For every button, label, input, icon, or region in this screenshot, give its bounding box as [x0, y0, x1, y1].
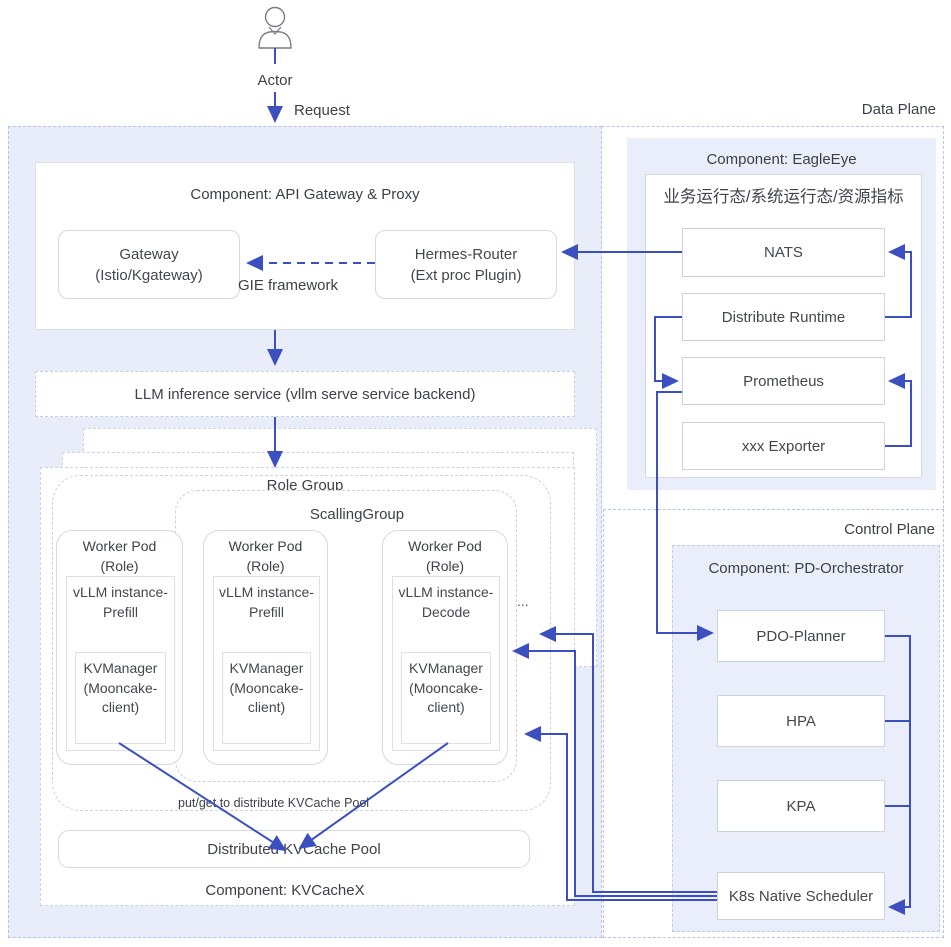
llm-inference-label: LLM inference service (vllm serve servic…	[134, 385, 476, 403]
vllm-instance: vLLM instance- Decode KVManager (Mooncak…	[392, 576, 500, 751]
kvcache-pool: Distributed KVCache Pool	[58, 830, 530, 868]
vllm-instance-label: vLLM instance- Prefill	[219, 584, 314, 620]
hpa-label: HPA	[786, 712, 816, 730]
actor-icon	[258, 6, 292, 49]
kpa-node: KPA	[717, 780, 885, 832]
kvmanager-label: KVManager (Mooncake- client)	[229, 660, 304, 716]
worker-pod-3: Worker Pod (Role) vLLM instance- Decode …	[382, 530, 508, 765]
worker-pod-title: Worker Pod (Role)	[228, 538, 303, 574]
worker-pod-title: Worker Pod (Role)	[408, 538, 482, 574]
distribute-runtime-label: Distribute Runtime	[721, 308, 846, 326]
putget-label: put/get to distribute KVCache Pool	[178, 796, 370, 810]
prometheus-node: Prometheus	[682, 357, 885, 405]
request-label: Request	[294, 102, 350, 119]
kvcache-pool-label: Distributed KVCache Pool	[207, 840, 381, 858]
hermes-router-label: Hermes-Router (Ext proc Plugin)	[410, 245, 522, 284]
kvmanager-label: KVManager (Mooncake- client)	[83, 660, 158, 716]
vllm-instance-label: vLLM instance- Prefill	[73, 584, 168, 620]
vllm-instance-label: vLLM instance- Decode	[398, 584, 494, 620]
pdo-planner-label: PDO-Planner	[756, 627, 846, 645]
kvcachex-label: Component: KVCacheX	[205, 882, 365, 899]
actor-label: Actor	[257, 72, 293, 89]
nats-node: NATS	[682, 228, 885, 277]
pdo-planner-node: PDO-Planner	[717, 610, 885, 662]
gie-framework-label: GIE framework	[237, 277, 339, 294]
prometheus-label: Prometheus	[743, 372, 824, 390]
worker-pod-title: Worker Pod (Role)	[82, 538, 157, 574]
kvmanager: KVManager (Mooncake- client)	[401, 652, 491, 744]
distribute-runtime-node: Distribute Runtime	[682, 293, 885, 341]
llm-inference-service: LLM inference service (vllm serve servic…	[35, 371, 575, 417]
api-gateway-title: Component: API Gateway & Proxy	[190, 186, 420, 203]
vllm-instance: vLLM instance- Prefill KVManager (Moonca…	[213, 576, 320, 751]
xxx-exporter-label: xxx Exporter	[741, 437, 826, 455]
k8s-scheduler-node: K8s Native Scheduler	[717, 872, 885, 920]
hermes-router-node: Hermes-Router (Ext proc Plugin)	[375, 230, 557, 299]
control-plane-label: Control Plane	[844, 521, 935, 538]
eagleeye-title: Component: EagleEye	[706, 151, 857, 168]
k8s-scheduler-label: K8s Native Scheduler	[728, 887, 874, 905]
data-plane-label: Data Plane	[861, 101, 936, 118]
xxx-exporter-node: xxx Exporter	[682, 422, 885, 470]
gateway-node: Gateway (Istio/Kgateway)	[58, 230, 240, 299]
worker-pod-1: Worker Pod (Role) vLLM instance- Prefill…	[56, 530, 183, 765]
scalling-group-label: ScallingGroup	[309, 506, 405, 523]
vllm-instance: vLLM instance- Prefill KVManager (Moonca…	[66, 576, 175, 751]
hpa-node: HPA	[717, 695, 885, 747]
kvmanager-label: KVManager (Mooncake- client)	[409, 660, 483, 716]
metrics-label: 业务运行态/系统运行态/资源指标	[663, 188, 904, 206]
pd-orchestrator-title: Component: PD-Orchestrator	[708, 560, 904, 577]
kvmanager: KVManager (Mooncake- client)	[75, 652, 166, 744]
role-group-label: Role Group	[266, 477, 344, 494]
nats-label: NATS	[764, 244, 803, 261]
worker-pod-2: Worker Pod (Role) vLLM instance- Prefill…	[203, 530, 328, 765]
worker-pods-ellipsis: ...	[517, 593, 529, 609]
kpa-label: KPA	[786, 797, 816, 815]
gateway-label: Gateway (Istio/Kgateway)	[95, 245, 203, 284]
kvmanager: KVManager (Mooncake- client)	[222, 652, 311, 744]
